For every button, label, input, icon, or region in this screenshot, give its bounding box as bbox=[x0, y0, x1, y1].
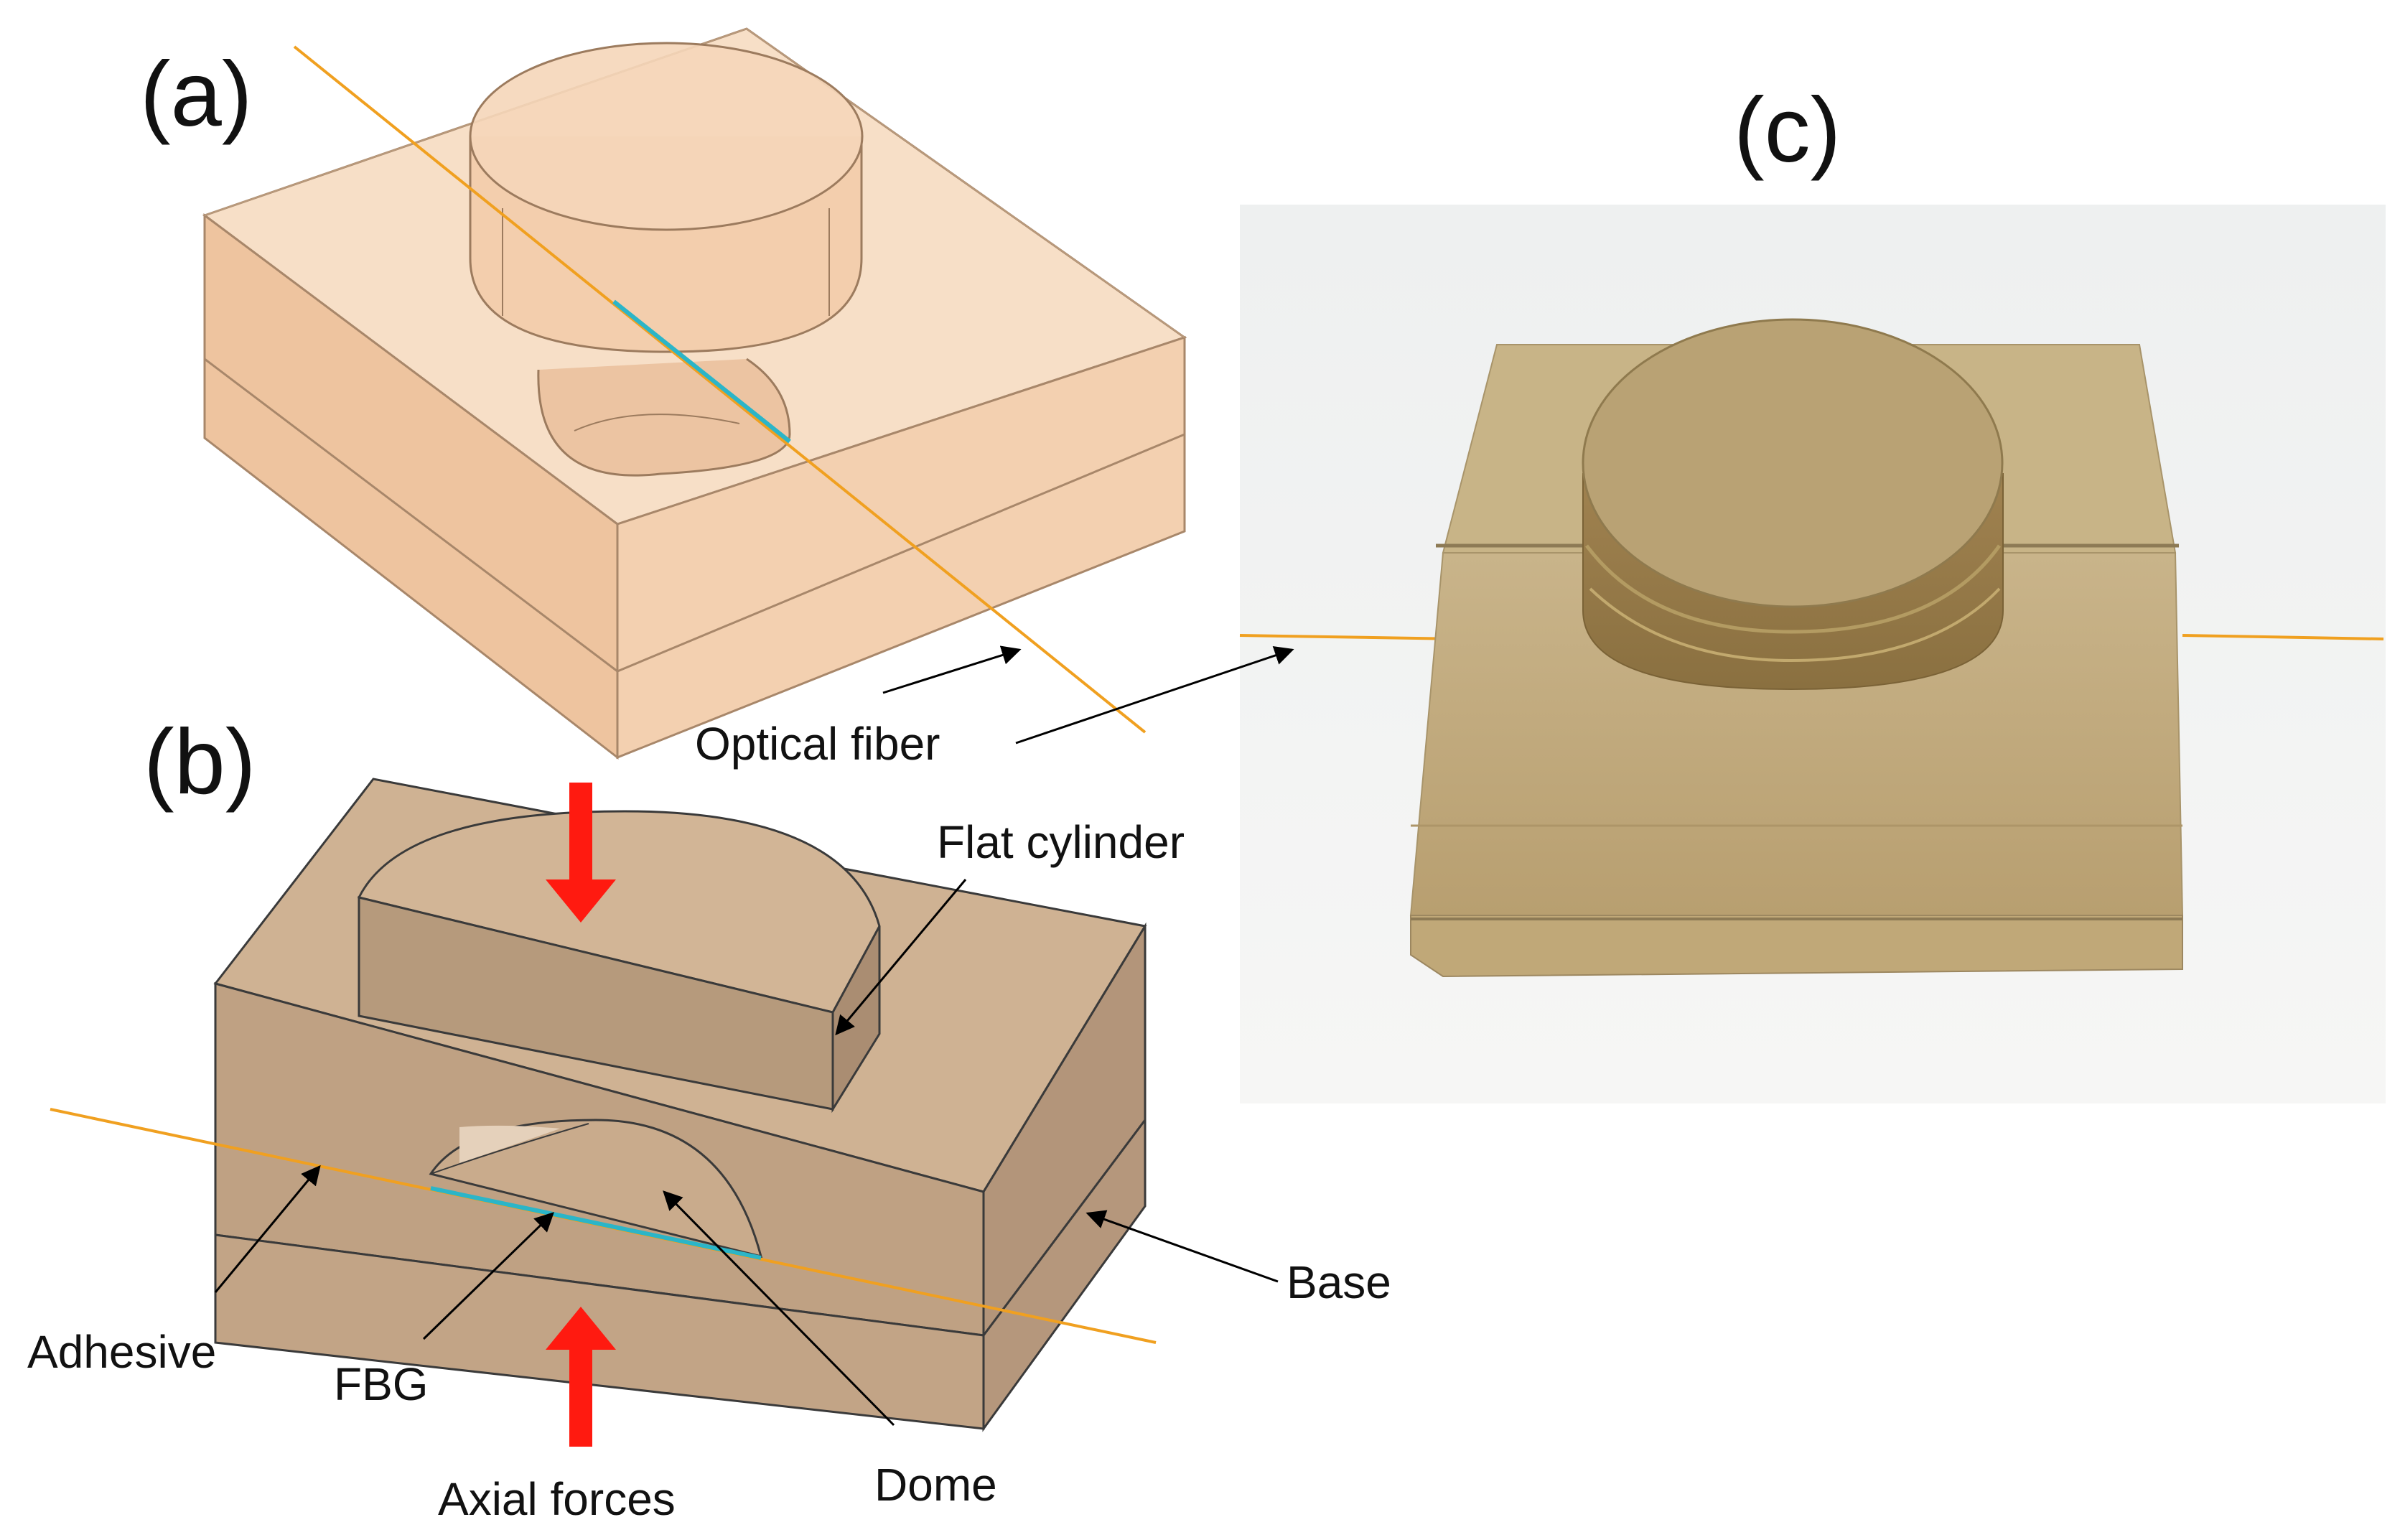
panel-a-box-right bbox=[616, 335, 1186, 760]
panel-c-label: (c) bbox=[1734, 79, 1841, 182]
panel-c-photo bbox=[1239, 205, 2386, 1103]
panel-a-dome bbox=[537, 358, 791, 477]
leader-optical-fiber-a bbox=[882, 645, 1022, 694]
panel-b-fbg bbox=[430, 1186, 762, 1260]
label-dome: Dome bbox=[874, 1459, 997, 1511]
photo-fiber-right bbox=[2182, 634, 2384, 640]
photo-cylinder-top bbox=[1582, 318, 2004, 608]
axial-force-arrow-top bbox=[546, 783, 616, 923]
label-adhesive: Adhesive bbox=[27, 1326, 216, 1378]
leader-optical-fiber-c bbox=[1015, 645, 1294, 745]
leader-adhesive bbox=[214, 1165, 321, 1293]
axial-force-arrow-bottom bbox=[546, 1307, 616, 1447]
label-optical-fiber: Optical fiber bbox=[695, 718, 940, 770]
leader-fbg bbox=[422, 1212, 554, 1340]
panel-b-label: (b) bbox=[144, 711, 256, 813]
panel-a-cylinder-top bbox=[469, 42, 864, 231]
panel-a-layer-line bbox=[204, 358, 1185, 673]
panel-a-label: (a) bbox=[140, 43, 252, 146]
panel-b-model bbox=[50, 778, 1157, 1447]
label-base: Base bbox=[1287, 1256, 1391, 1308]
label-fbg: FBG bbox=[334, 1358, 429, 1410]
leader-dome bbox=[663, 1190, 895, 1427]
label-axial-forces: Axial forces bbox=[438, 1473, 676, 1525]
panel-a-fbg bbox=[612, 299, 791, 444]
panel-b-base-right bbox=[982, 1116, 1147, 1432]
panel-a-model bbox=[202, 27, 1187, 760]
panel-a-optical-fiber bbox=[293, 45, 1147, 734]
photo-fiber-left bbox=[1239, 634, 1462, 640]
leader-base bbox=[1085, 1210, 1279, 1283]
leader-flat-cylinder bbox=[835, 879, 967, 1036]
photo-base bbox=[1410, 915, 2183, 978]
leader-lines bbox=[214, 645, 1294, 1427]
label-flat-cylinder: Flat cylinder bbox=[937, 816, 1185, 868]
